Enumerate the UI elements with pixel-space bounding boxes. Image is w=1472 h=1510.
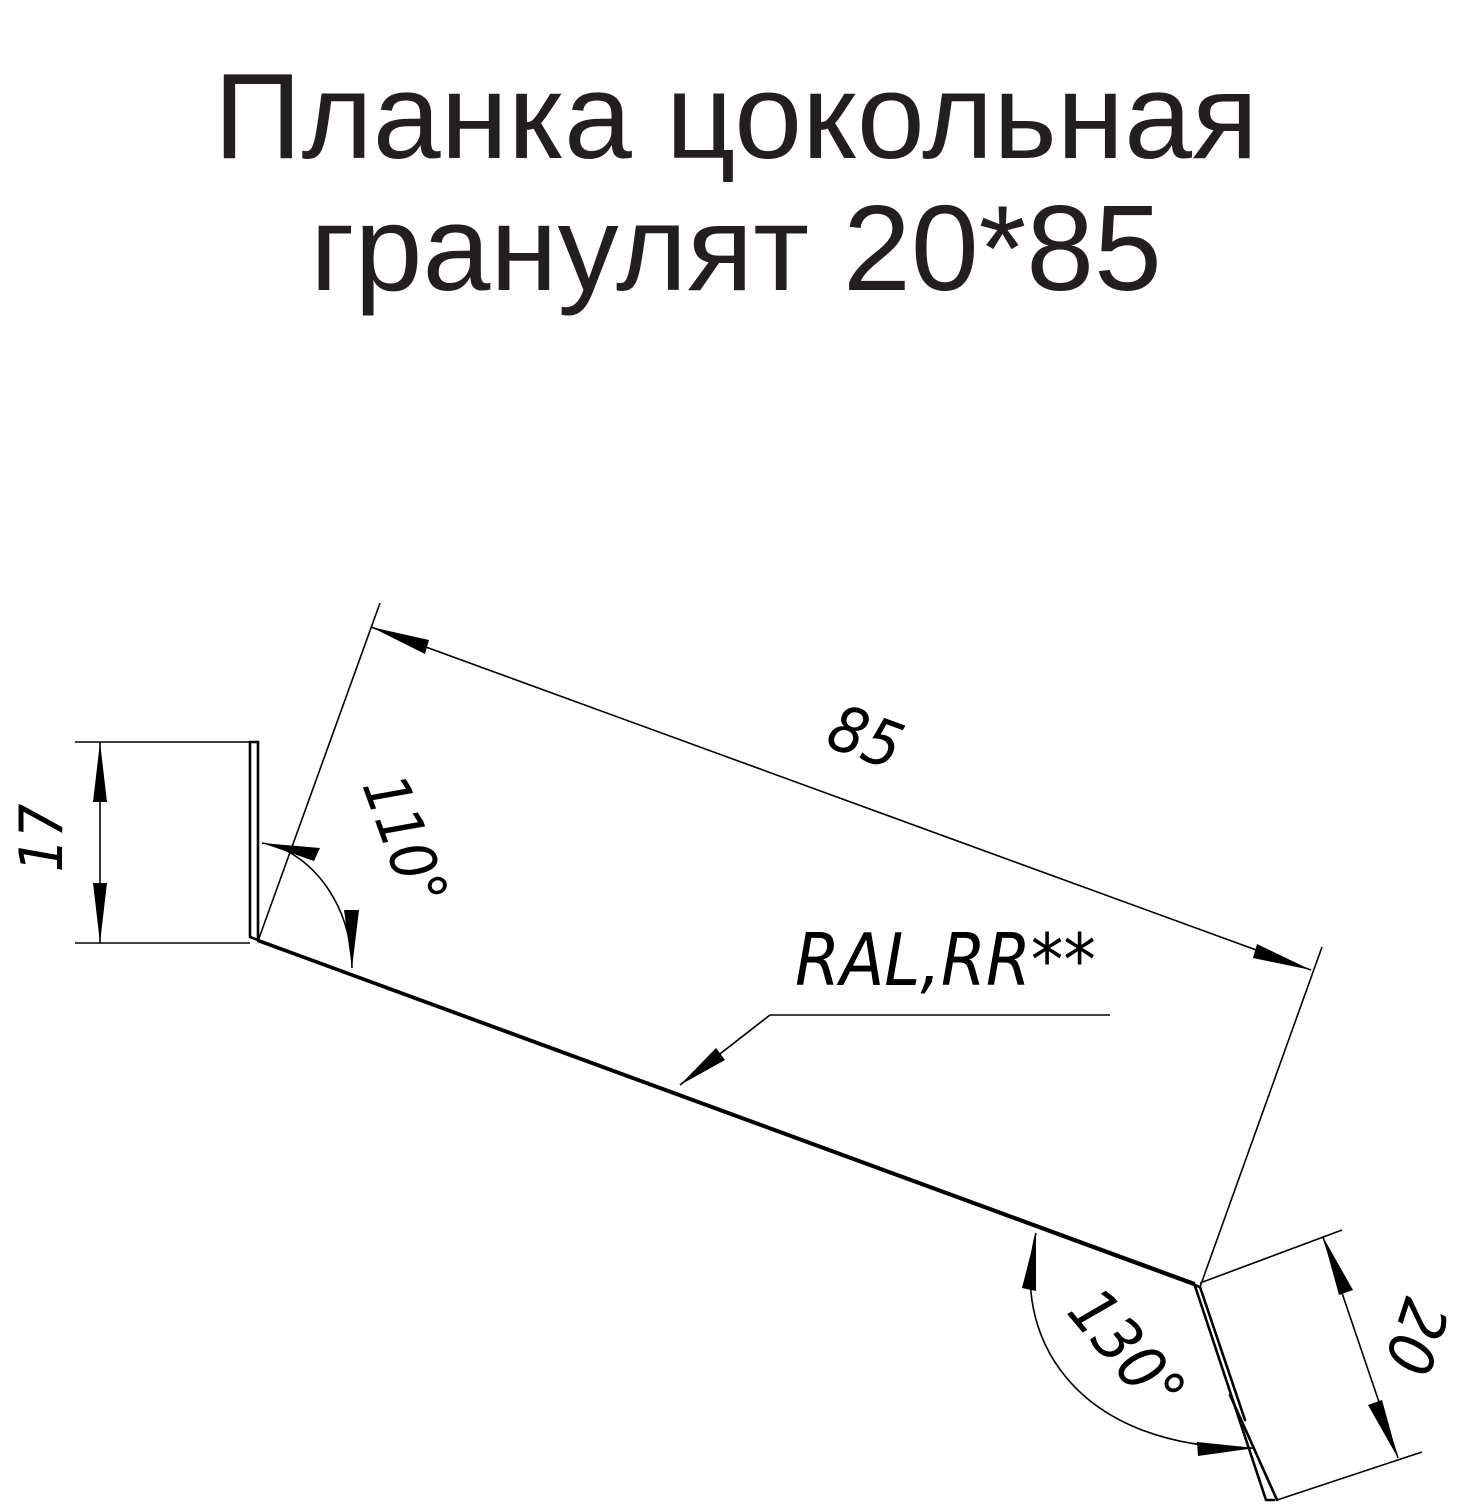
arrowhead-left-up	[93, 742, 107, 802]
drawing-title: Планка цокольная гранулят 20*85	[0, 50, 1472, 314]
arrowhead-leader	[680, 1048, 725, 1085]
angle-bottom-label: 130°	[1053, 1275, 1199, 1429]
arrowhead-right-up	[1323, 1237, 1353, 1295]
arrowhead-angle-top-2	[344, 910, 359, 968]
material-leader	[679, 1014, 1110, 1086]
extension-line-right-top	[1199, 1229, 1343, 1284]
angle-arc-top	[261, 842, 353, 969]
arrowhead-left-down	[93, 883, 107, 943]
extension-line-right-bottom	[1276, 1451, 1423, 1501]
title-line-2: гранулят 20*85	[310, 180, 1162, 316]
right-height-label: 20	[1368, 1290, 1461, 1383]
material-label: RAL,RR**	[795, 918, 1096, 1002]
arrowhead-angle-bottom-1	[1022, 1233, 1036, 1291]
title-line-1: Планка цокольная	[213, 48, 1259, 184]
extension-line-top-start	[257, 602, 381, 942]
dimension-top-length	[257, 602, 1323, 1288]
profile-inner-line	[256, 740, 1247, 1422]
profile-outer-line	[248, 740, 1276, 1502]
arrowhead-top-end	[1253, 944, 1311, 970]
angle-top-label: 110°	[348, 765, 463, 916]
arrowhead-right-down	[1368, 1400, 1398, 1458]
extension-line-top-end	[1199, 946, 1323, 1288]
arrowhead-top-start	[371, 627, 429, 654]
arrowhead-angle-top-1	[262, 843, 320, 861]
dimension-line-top	[370, 626, 1312, 971]
top-length-label: 85	[818, 691, 912, 786]
arrowhead-angle-bottom-2	[1197, 1442, 1255, 1456]
left-height-label: 17	[7, 804, 77, 873]
